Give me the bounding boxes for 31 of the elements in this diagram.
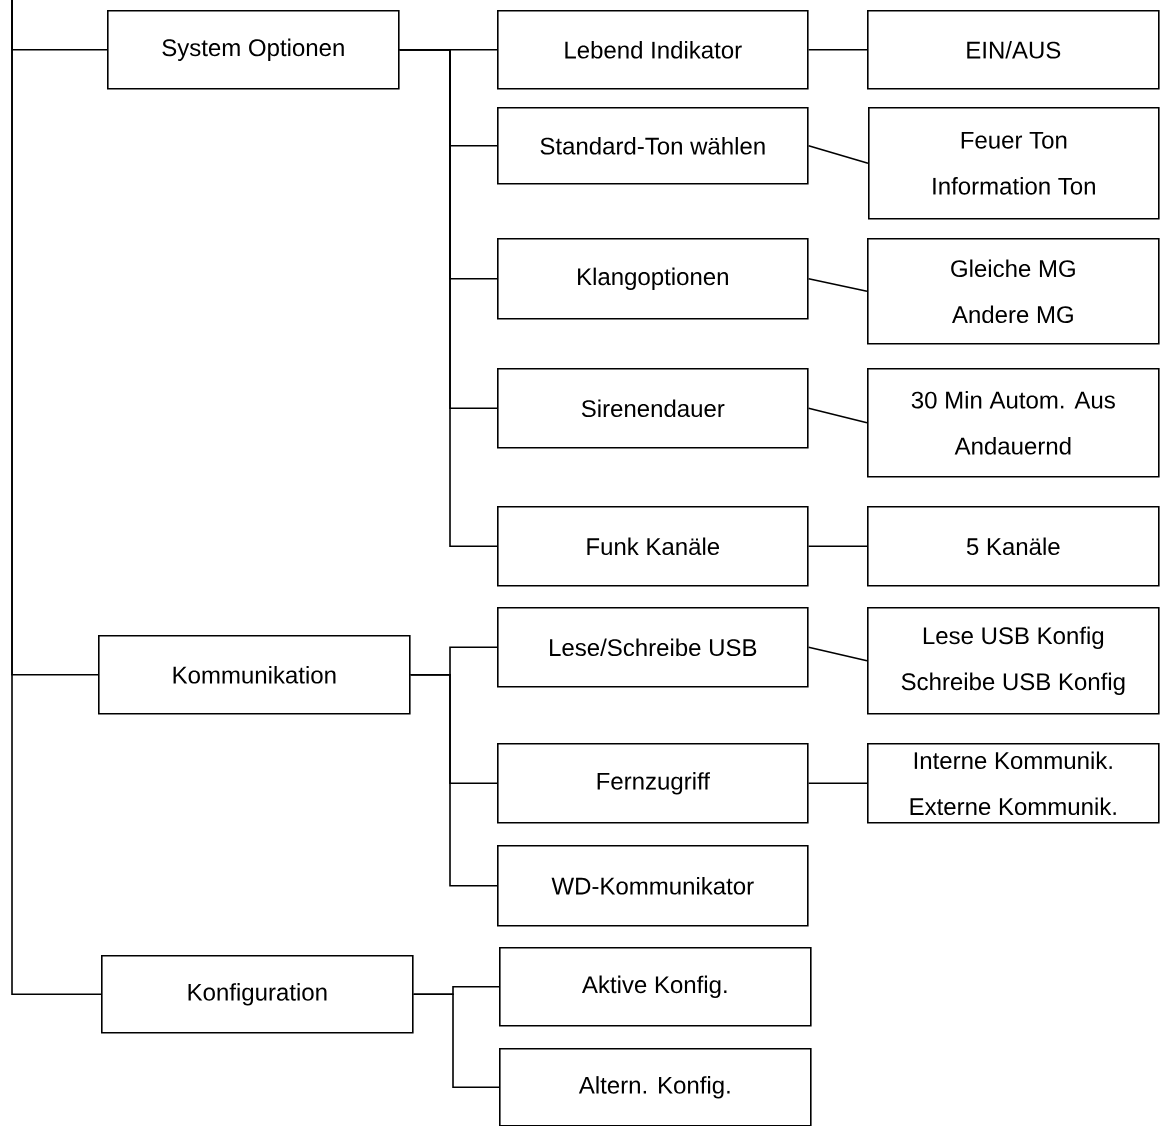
- menu-box: Interne Kommunik. Externe Kommunik.: [867, 743, 1160, 824]
- menu-box: Sirenendauer: [497, 368, 809, 449]
- menu-box: Feuer Ton Information Ton: [868, 107, 1160, 220]
- connector-line: [807, 646, 868, 662]
- menu-box: EIN/AUS: [867, 10, 1160, 90]
- connector-line: [409, 674, 498, 887]
- connector-line: [807, 545, 868, 548]
- connector-line: [807, 407, 868, 424]
- menu-box: 30 Min Autom. Aus Andauernd: [867, 368, 1160, 478]
- menu-box: 5 Kanäle: [867, 506, 1160, 587]
- connector-line: [807, 782, 868, 785]
- menu-box: Lese/Schreibe USB: [497, 607, 809, 688]
- menu-box: Kommunikation: [98, 635, 411, 715]
- menu-box: Funk Kanäle: [497, 506, 809, 587]
- connector-line: [807, 278, 868, 293]
- menu-box: System Optionen: [107, 10, 400, 90]
- menu-box: Konfiguration: [101, 955, 414, 1034]
- menu-box: Gleiche MG Andere MG: [867, 238, 1160, 345]
- connector-line: [807, 49, 868, 51]
- menu-box: WD-Kommunikator: [497, 845, 809, 927]
- connector-line: [807, 145, 869, 165]
- menu-box: Aktive Konfig.: [499, 947, 812, 1027]
- menu-box: Lese USB Konfig Schreibe USB Konfig: [867, 607, 1160, 715]
- menu-box: Altern. Konfig.: [499, 1048, 812, 1126]
- connector-line: [11, 0, 102, 996]
- menu-box: Fernzugriff: [497, 743, 809, 824]
- menu-box: Lebend Indikator: [497, 10, 809, 90]
- menu-box: Standard-Ton wählen: [497, 107, 809, 185]
- connector-line: [398, 49, 498, 548]
- menu-box: Klangoptionen: [497, 238, 809, 320]
- connector-line: [412, 993, 500, 1089]
